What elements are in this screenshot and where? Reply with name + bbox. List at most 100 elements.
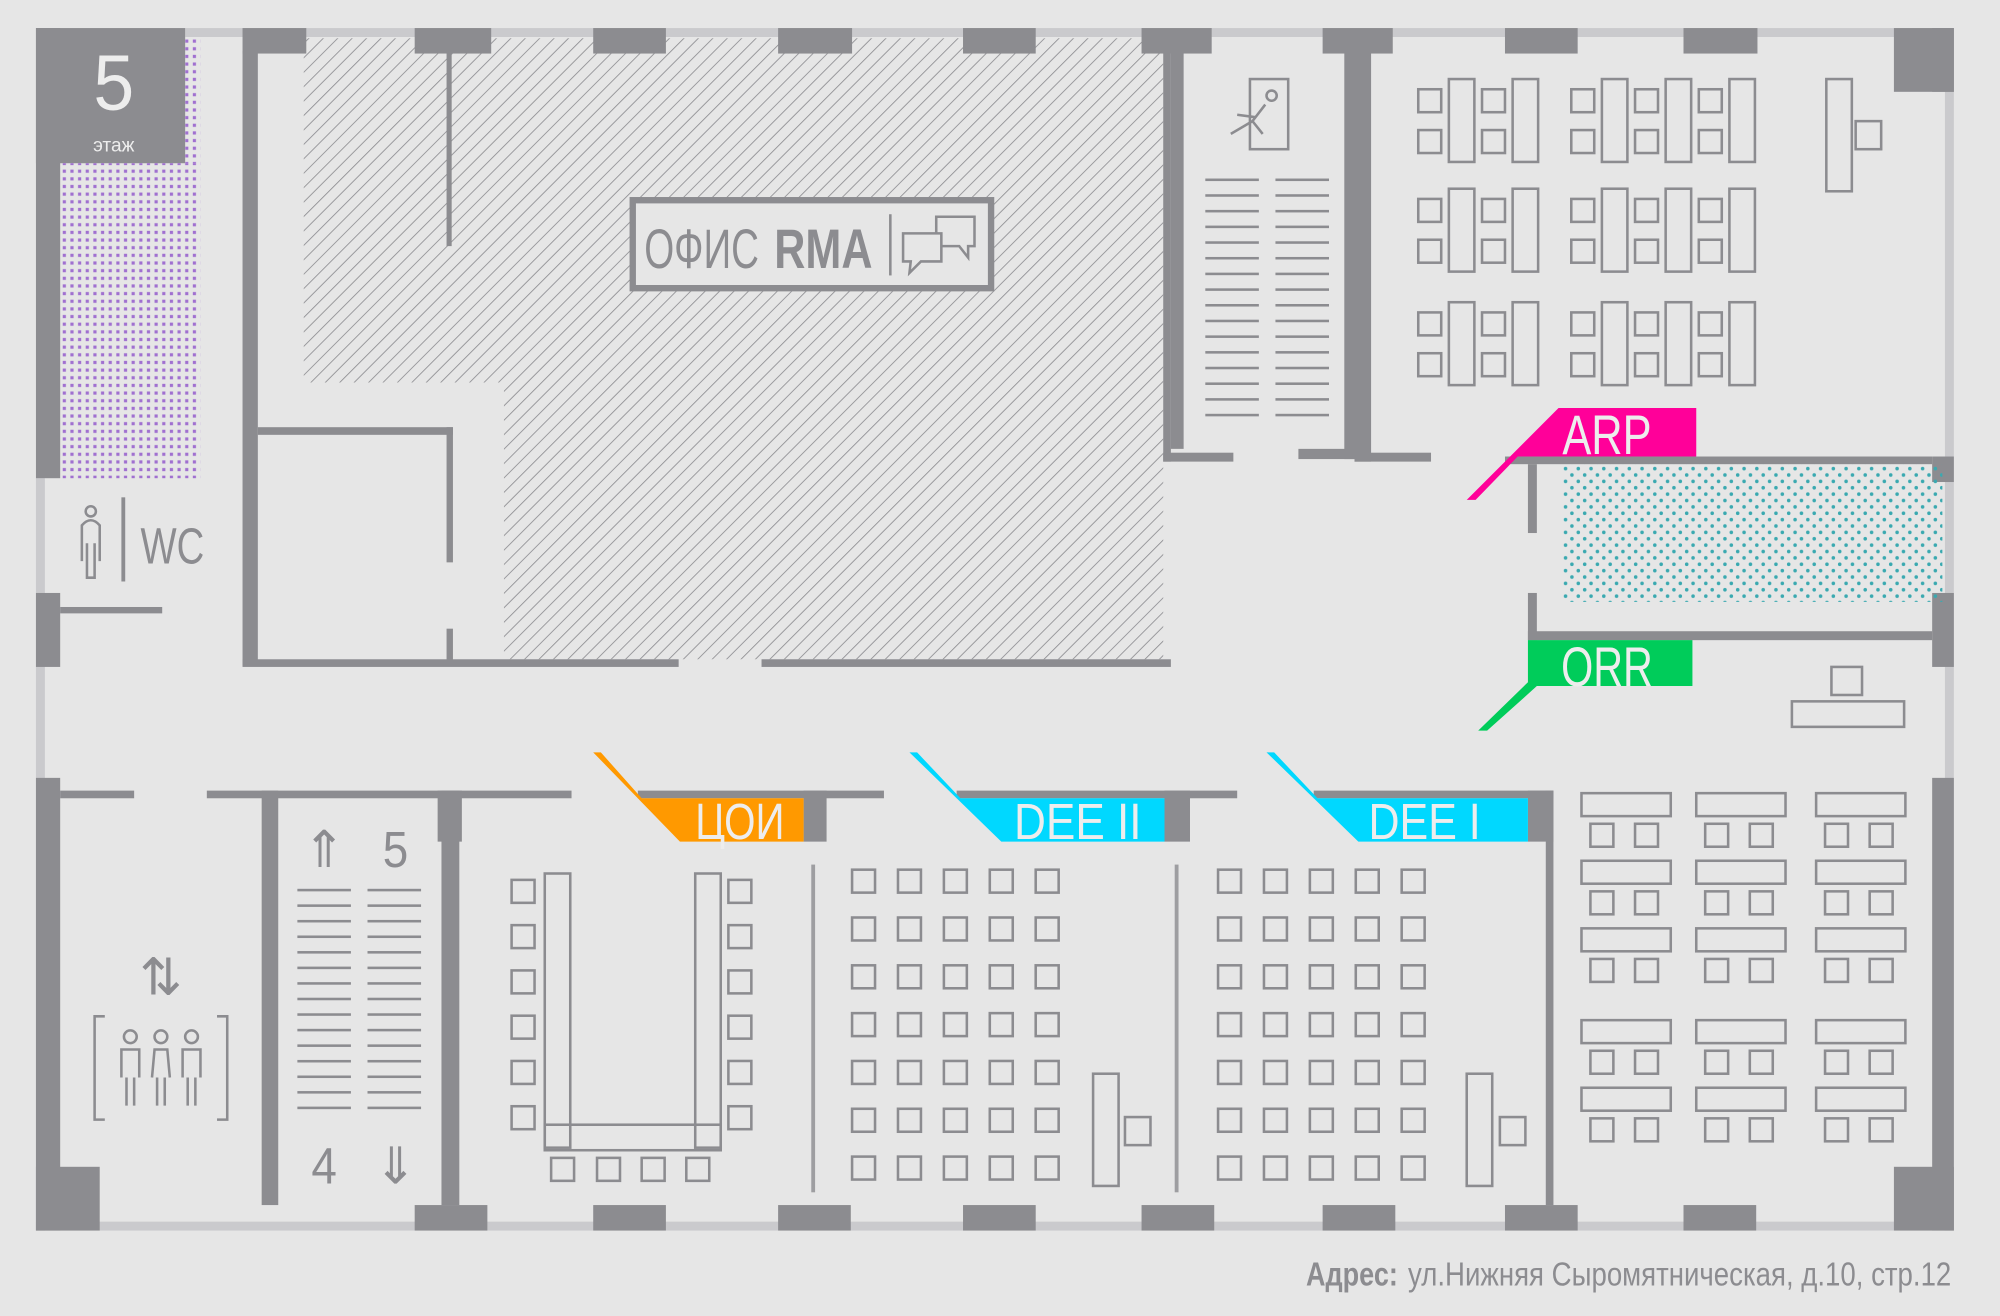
chair	[1633, 1049, 1660, 1075]
chair	[988, 1155, 1015, 1181]
chair	[595, 1156, 622, 1183]
stair-step	[1205, 398, 1259, 401]
wall-pier	[593, 1205, 666, 1231]
chair	[1416, 311, 1443, 337]
stairs-down-floor: 4	[311, 1137, 337, 1194]
stair-step	[1205, 304, 1259, 307]
chair	[1416, 351, 1443, 378]
chair	[1633, 957, 1660, 984]
chair	[1633, 311, 1660, 337]
stair-step	[297, 1091, 351, 1094]
room-arp[interactable]: ARP	[1466, 403, 1943, 641]
stair-step	[367, 919, 422, 923]
stair-step	[1275, 398, 1329, 401]
chair	[1416, 128, 1443, 155]
chair	[1354, 1059, 1381, 1086]
chair	[1697, 238, 1724, 264]
stair-step	[1205, 382, 1259, 385]
chair	[1262, 1011, 1289, 1038]
chair	[1697, 128, 1724, 155]
chair	[1703, 1117, 1730, 1143]
classroom-top-right[interactable]	[1354, 51, 1883, 462]
chair	[1589, 822, 1615, 849]
chair	[727, 1014, 753, 1040]
chair	[850, 1011, 877, 1038]
chair	[1868, 890, 1894, 916]
chair	[1416, 87, 1443, 114]
chair	[1354, 1155, 1381, 1181]
stair-step	[367, 1075, 422, 1079]
stair-step	[367, 1091, 422, 1094]
stair-step	[1205, 366, 1259, 370]
desk	[1580, 791, 1673, 818]
stair-step	[367, 1044, 422, 1047]
stair-step	[367, 1013, 422, 1016]
stair-step	[1205, 319, 1259, 323]
desk	[1580, 927, 1673, 953]
wall-pier	[1504, 28, 1578, 54]
chair	[1034, 1107, 1060, 1134]
emergency-exit-icon	[1230, 77, 1290, 151]
wall-pier	[1504, 1205, 1578, 1231]
chair	[896, 1059, 923, 1086]
chair	[510, 878, 536, 905]
desk	[1447, 77, 1476, 164]
chair	[850, 1107, 877, 1134]
chair	[1480, 128, 1507, 155]
wc-zone	[61, 163, 201, 479]
office-rma[interactable]: ОФИС RMA	[242, 38, 1234, 667]
chair	[640, 1156, 666, 1183]
stair-step	[297, 935, 351, 939]
chair	[1216, 1155, 1243, 1181]
chair	[988, 868, 1015, 894]
chair	[1633, 238, 1660, 264]
chair	[988, 1107, 1015, 1134]
chair	[1570, 311, 1596, 337]
wc-sign[interactable]: WC	[80, 497, 205, 582]
chair	[549, 1156, 576, 1183]
desk	[1580, 1018, 1673, 1045]
chair	[896, 868, 923, 894]
stair-step	[1205, 351, 1259, 354]
main-stairs[interactable]: ⇑ 5 4 ⇓	[297, 821, 422, 1194]
chair	[727, 1104, 753, 1131]
chair	[942, 964, 969, 990]
chair	[1400, 868, 1426, 894]
stair-step	[297, 1059, 351, 1063]
chair	[942, 1011, 969, 1038]
chair	[1697, 87, 1724, 114]
chair	[1697, 311, 1724, 337]
wall-pier	[242, 28, 307, 54]
people-icon	[120, 1029, 202, 1106]
dee1-tag	[1266, 752, 1528, 842]
wc-label: WC	[141, 518, 205, 575]
chair	[1354, 916, 1381, 942]
classroom-bottom-right[interactable]	[1580, 791, 1907, 1143]
chair	[942, 1107, 969, 1134]
wall-pier	[963, 1205, 1036, 1231]
wall-pier	[1683, 1205, 1757, 1231]
chair	[988, 1059, 1015, 1086]
elevator[interactable]: ⇅	[93, 949, 229, 1121]
chair	[510, 923, 536, 950]
room-orr[interactable]: ORR	[1478, 635, 1906, 731]
desk	[1600, 300, 1629, 387]
chair	[1697, 197, 1724, 224]
wall-pier	[1141, 1205, 1215, 1231]
stair-step	[297, 1028, 351, 1032]
desk	[1694, 859, 1787, 885]
chair	[1400, 916, 1426, 942]
room-dee-i[interactable]: DEE I	[1216, 752, 1528, 1188]
chair	[1308, 868, 1335, 894]
room-dee-ii[interactable]: DEE II	[850, 752, 1165, 1188]
chair	[1570, 197, 1596, 224]
chair	[1589, 1117, 1615, 1143]
wall-pier	[1322, 1205, 1396, 1231]
desk	[1694, 1086, 1787, 1112]
emergency-stairs[interactable]	[1170, 51, 1355, 460]
stair-step	[367, 951, 422, 954]
room-coi[interactable]: ЦОИ	[510, 752, 804, 1183]
chair	[1480, 197, 1507, 224]
chair	[1748, 1049, 1775, 1075]
chair	[1570, 87, 1596, 114]
